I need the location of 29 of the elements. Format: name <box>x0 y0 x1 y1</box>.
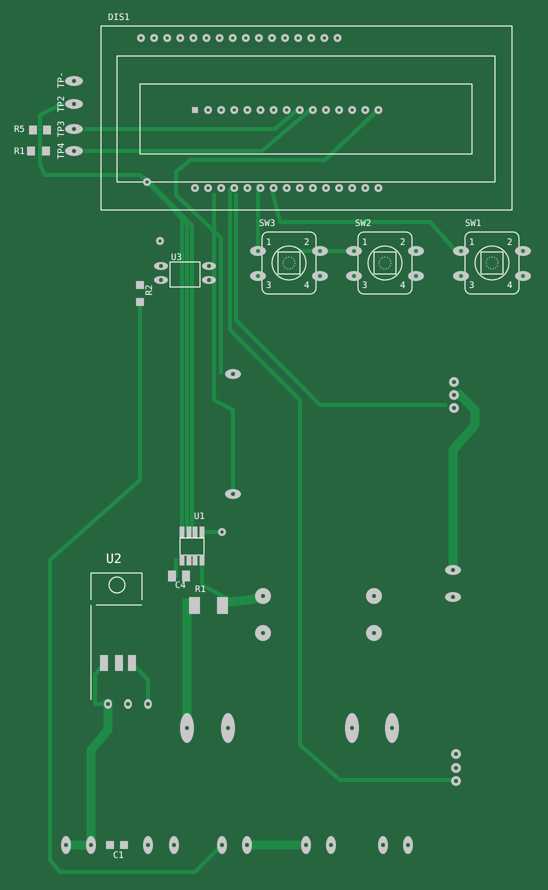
component-designator: SW2 <box>355 219 372 229</box>
component-designator: SW3 <box>259 219 276 229</box>
pin-number: 3 <box>266 281 272 291</box>
component-designator: U3 <box>171 253 182 263</box>
pin-number: 1 <box>362 238 368 248</box>
component-designator: R1 <box>195 585 206 595</box>
component-designator: TP2 <box>57 96 67 112</box>
pin-number: 2 <box>304 238 310 248</box>
component-designator: TP4 <box>57 142 67 160</box>
pin-number: 2 <box>507 238 512 248</box>
pin-number: 4 <box>507 281 512 291</box>
component-designator: U2 <box>106 553 122 567</box>
component-designator: C4 <box>175 581 186 591</box>
pin-number: 1 <box>266 238 272 248</box>
component-designator: C1 <box>113 851 124 861</box>
component-designator: R1 <box>14 147 25 157</box>
component-designator: U1 <box>194 512 205 522</box>
pin-number: 3 <box>469 281 474 291</box>
pin-number: 1 <box>469 238 474 248</box>
component-designator: TP- <box>57 72 67 88</box>
component-designator: R2 <box>145 284 155 296</box>
pin-number: 4 <box>304 281 310 291</box>
component-designator: TP3 <box>57 120 67 138</box>
component-designator: DIS1 <box>108 13 130 23</box>
pin-number: 4 <box>400 281 406 291</box>
component-designator: SW1 <box>465 219 482 229</box>
pin-number: 3 <box>362 281 368 291</box>
pin-number: 2 <box>400 238 406 248</box>
component-designator: R5 <box>14 125 25 135</box>
